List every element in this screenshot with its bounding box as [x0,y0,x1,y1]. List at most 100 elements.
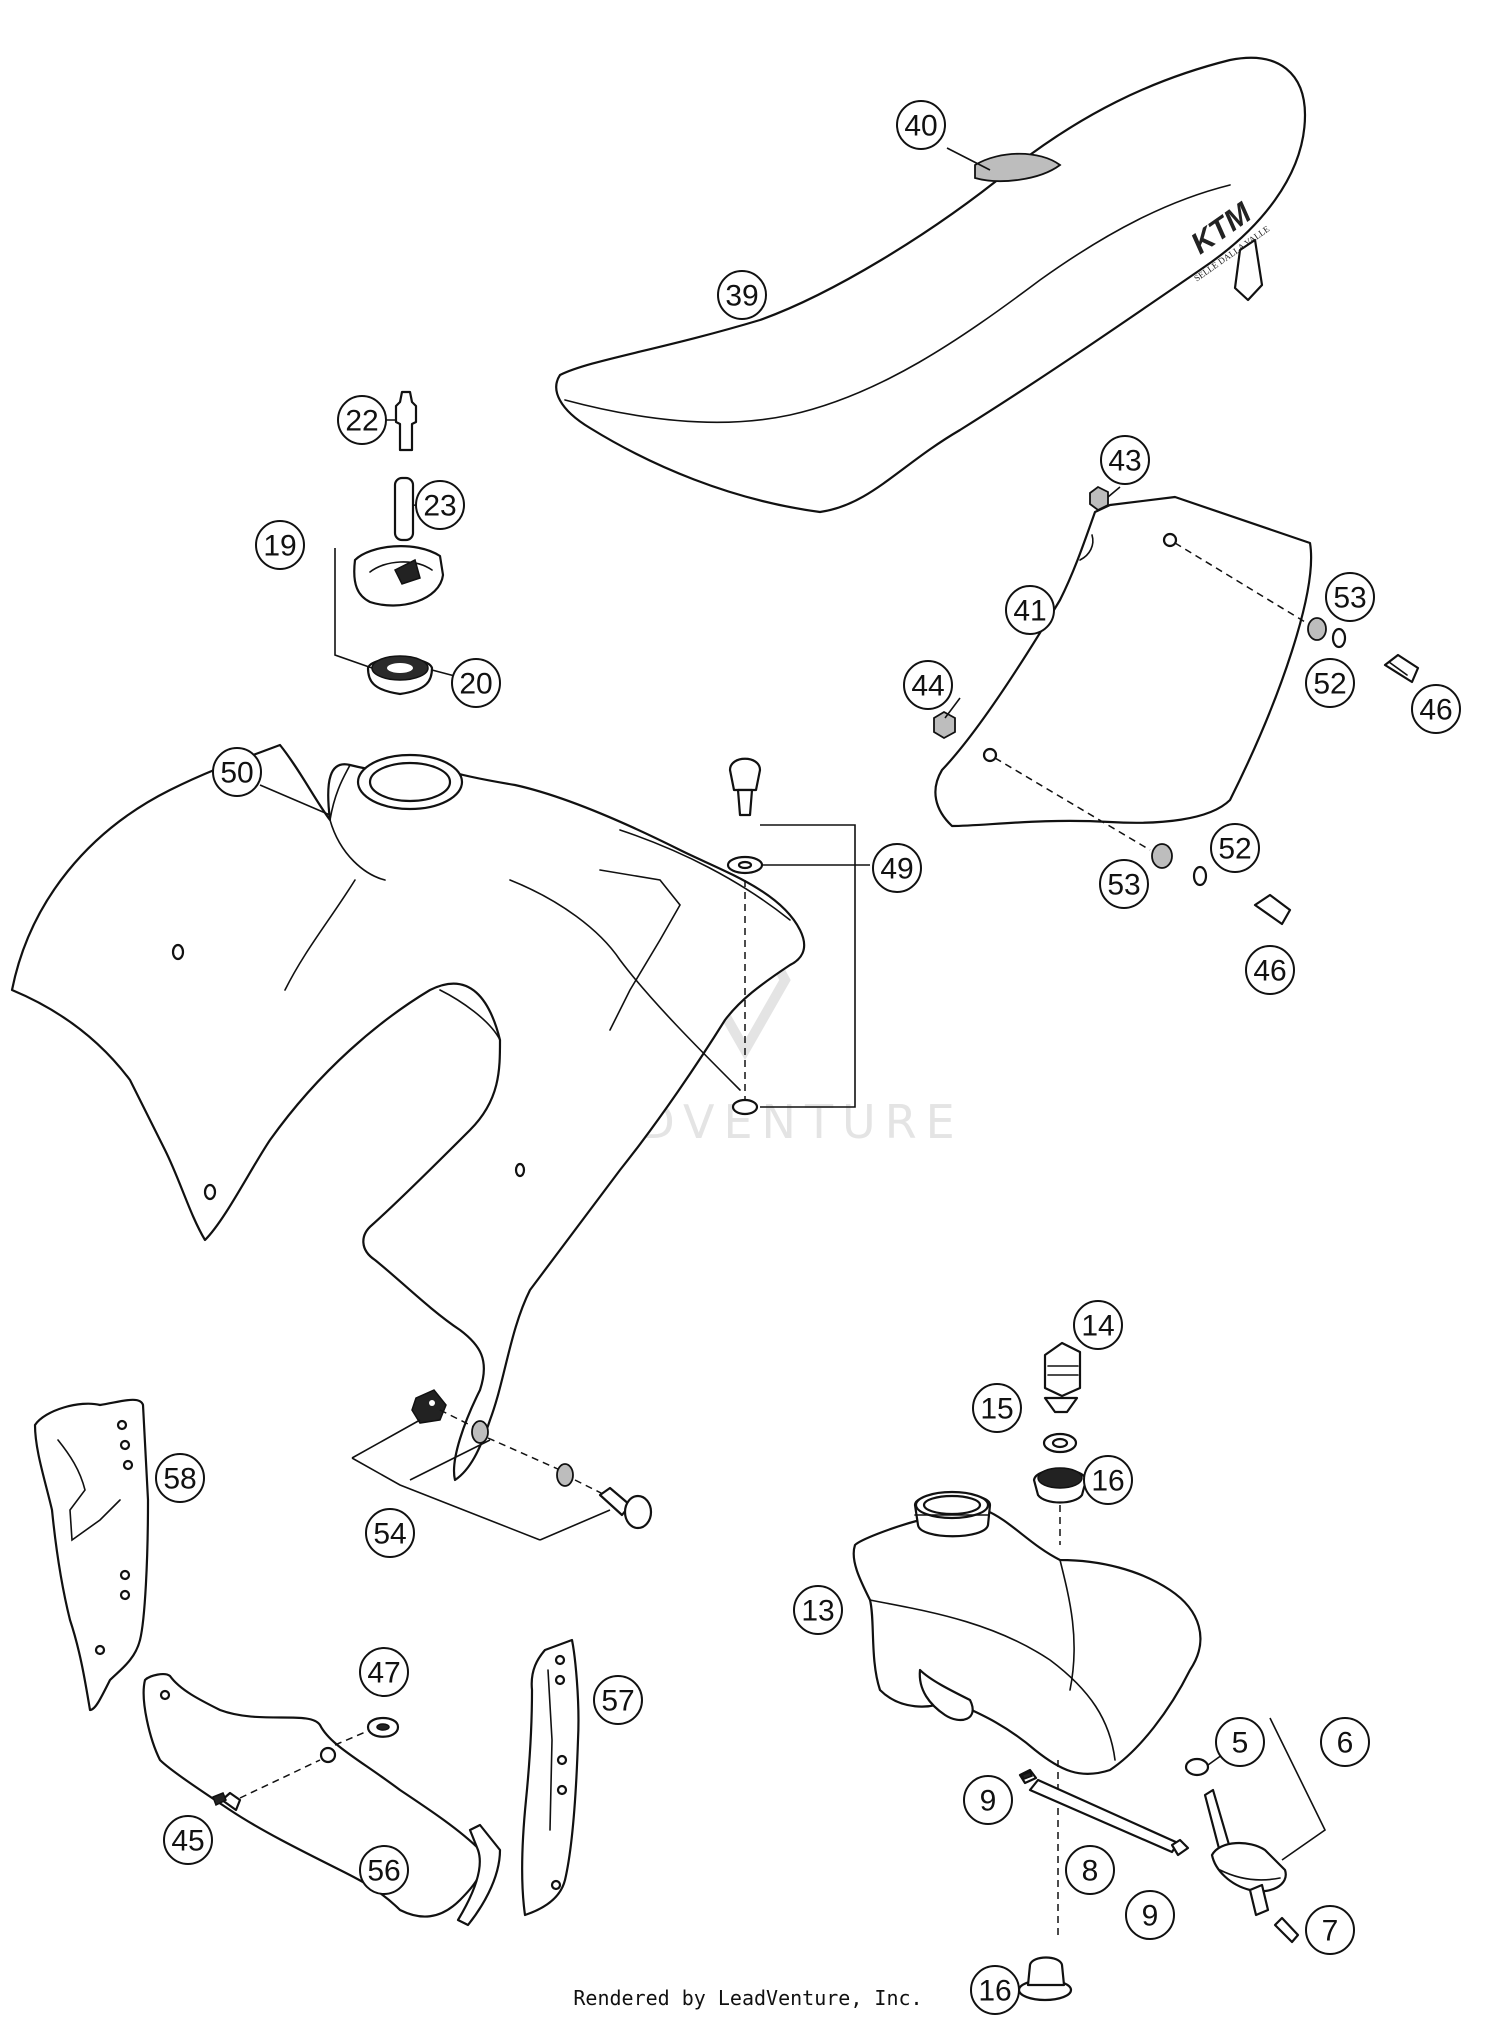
callout-label: 54 [373,1518,406,1551]
callout-53b[interactable]: 53 [1099,859,1149,909]
callout-circle [970,1965,1020,2015]
callout-5[interactable]: 5 [1215,1717,1265,1767]
callout-label: 7 [1322,1915,1339,1948]
callout-circle [359,1845,409,1895]
callout-circle [415,480,465,530]
callout-circle [1100,435,1150,485]
callout-6[interactable]: 6 [1320,1717,1370,1767]
callout-circle [793,1585,843,1635]
callout-label: 52 [1218,833,1251,866]
footer-credit: Rendered by LeadVenture, Inc. [573,1986,922,2010]
callout-22[interactable]: 22 [337,395,387,445]
fuel-cap-assembly[interactable] [334,390,445,696]
callout-20[interactable]: 20 [451,658,501,708]
callout-52a[interactable]: 52 [1305,658,1355,708]
callout-label: 52 [1313,668,1346,701]
callout-label: 39 [725,280,758,313]
callout-23[interactable]: 23 [415,480,465,530]
callout-circle [896,100,946,150]
callout-7[interactable]: 7 [1305,1905,1355,1955]
callout-circle [1125,1890,1175,1940]
callout-label: 56 [367,1855,400,1888]
callout-circle [451,658,501,708]
callout-16b[interactable]: 16 [970,1965,1020,2015]
callout-label: 47 [367,1657,400,1690]
callout-circle [1099,859,1149,909]
callout-40[interactable]: 40 [896,100,946,150]
callout-41[interactable]: 41 [1005,585,1055,635]
callout-label: 23 [423,490,456,523]
callout-19[interactable]: 19 [255,520,305,570]
seat[interactable]: KTM SELLE DALLA VALLE [555,56,1307,514]
fuel-tank[interactable] [852,1341,1202,2002]
callout-45[interactable]: 45 [163,1815,213,1865]
callout-label: 13 [801,1595,834,1628]
callout-58[interactable]: 58 [155,1453,205,1503]
callout-label: 53 [1107,869,1140,902]
fuel-tap[interactable] [1184,1717,1327,1944]
callout-label: 14 [1081,1310,1114,1343]
callout-label: 49 [880,853,913,886]
tank-support-bracket[interactable] [142,1673,502,1927]
callout-circle [1305,1905,1355,1955]
callout-circle [365,1508,415,1558]
callout-57[interactable]: 57 [593,1675,643,1725]
callout-14[interactable]: 14 [1073,1300,1123,1350]
callout-circle [1320,1717,1370,1767]
callout-circle [1245,945,1295,995]
callout-46a[interactable]: 46 [1411,684,1461,734]
quick-release-fastener[interactable] [726,757,870,1116]
callout-label: 40 [904,110,937,143]
callout-label: 15 [980,1393,1013,1426]
callout-8[interactable]: 8 [1065,1845,1115,1895]
callout-circle [1005,585,1055,635]
callout-44[interactable]: 44 [903,660,953,710]
callout-9b[interactable]: 9 [1125,1890,1175,1940]
callout-label: 46 [1419,694,1452,727]
callout-circle [1215,1717,1265,1767]
callout-circle [1325,572,1375,622]
callout-53a[interactable]: 53 [1325,572,1375,622]
callout-16a[interactable]: 16 [1083,1455,1133,1505]
callout-circle [1065,1845,1115,1895]
callout-39[interactable]: 39 [717,270,767,320]
callout-54[interactable]: 54 [365,1508,415,1558]
callout-label: 41 [1013,595,1046,628]
callout-circle [212,747,262,797]
callout-circle [255,520,305,570]
callout-46b[interactable]: 46 [1245,945,1295,995]
callout-label: 43 [1108,445,1141,478]
callout-43[interactable]: 43 [1100,435,1150,485]
callout-circle [593,1675,643,1725]
callout-circle [717,270,767,320]
callout-52b[interactable]: 52 [1210,823,1260,873]
callout-49[interactable]: 49 [872,843,922,893]
callout-circle [155,1453,205,1503]
callout-label: 45 [171,1825,204,1858]
radiator-spoiler-left[interactable] [33,1398,150,1712]
callout-9a[interactable]: 9 [963,1775,1013,1825]
callout-circle [972,1383,1022,1433]
callout-circle [1305,658,1355,708]
callout-15[interactable]: 15 [972,1383,1022,1433]
callout-group: 39 40 22 23 19 20 43 41 53 52 46 44 52 53 46 50 49 14 15 16… [155,100,1461,2015]
tank-shroud[interactable] [10,743,806,1482]
callout-label: 8 [1082,1855,1099,1888]
callout-label: 58 [163,1463,196,1496]
callout-label: 22 [345,405,378,438]
radiator-spoiler-right[interactable] [520,1638,580,1917]
side-panel[interactable] [933,485,1420,926]
callout-label: 53 [1333,582,1366,615]
callout-56[interactable]: 56 [359,1845,409,1895]
callout-13[interactable]: 13 [793,1585,843,1635]
callout-label: 16 [978,1975,1011,2008]
callout-47[interactable]: 47 [359,1647,409,1697]
callout-50[interactable]: 50 [212,747,262,797]
callout-label: 19 [263,530,296,563]
callout-circle [1073,1300,1123,1350]
shroud-fastener-kit[interactable] [351,1389,653,1541]
callout-label: 20 [459,668,492,701]
callout-circle [1083,1455,1133,1505]
callout-label: 46 [1253,955,1286,988]
